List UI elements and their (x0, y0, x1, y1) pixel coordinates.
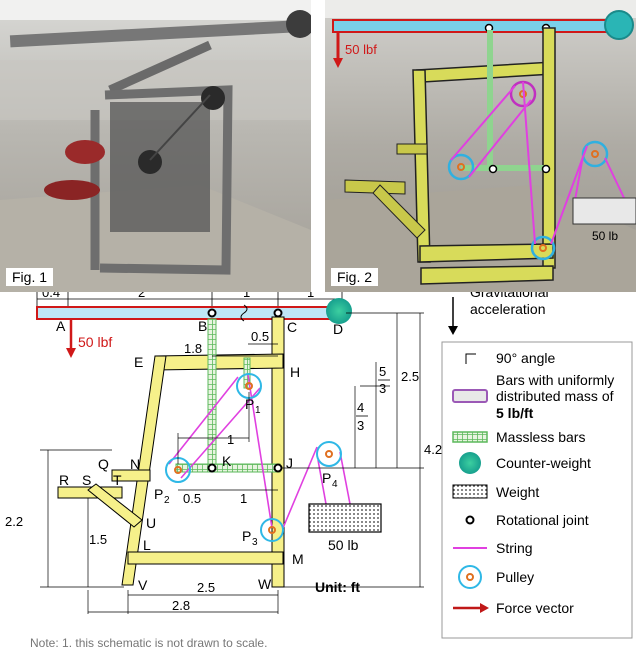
label-U: U (146, 515, 156, 531)
svg-text:Rotational joint: Rotational joint (496, 512, 589, 528)
gravity-line1: Gravitational (470, 292, 549, 300)
figure-1-label: Fig. 1 (6, 268, 54, 286)
svg-text:3: 3 (252, 537, 258, 548)
force-label: 50 lbf (78, 334, 112, 350)
figure-1-photo: Fig. 1 (0, 0, 311, 292)
svg-text:Bars with uniformly: Bars with uniformly (496, 372, 614, 388)
svg-text:4: 4 (332, 479, 338, 490)
counterweight-d (326, 298, 352, 324)
svg-text:P: P (245, 396, 254, 412)
dim-5-3: 5 3 (378, 364, 390, 396)
svg-text:Weight: Weight (496, 484, 539, 500)
label-K: K (222, 453, 232, 469)
fig2-weight-text: 50 lb (592, 229, 618, 243)
dim-1-b: 1 (307, 292, 314, 300)
legend-joint: Rotational joint (465, 512, 589, 528)
legend-force: Force vector (453, 600, 574, 616)
unit-label: Unit: ft (315, 579, 360, 595)
label-S: S (82, 472, 91, 488)
figure-2-label: Fig. 2 (331, 268, 379, 286)
pulley-p3 (260, 518, 284, 542)
gravity-line2: acceleration (470, 301, 546, 317)
label-D: D (333, 321, 343, 337)
dim-1.8: 1.8 (184, 341, 202, 356)
figure-2-photo: 50 lbf 50 lb Fig. 2 (325, 0, 636, 292)
pulley-p4 (316, 441, 342, 467)
legend-massless: Massless bars (452, 429, 585, 445)
top-bar-ad (36, 306, 342, 320)
legend-angle: 90° angle (465, 350, 556, 366)
schematic: 0.4 2 1 1 50 lbf A B C D (5, 292, 633, 650)
dim-1-mid: 1 (227, 432, 234, 447)
legend-string: String (453, 540, 533, 556)
svg-text:2: 2 (164, 495, 170, 506)
dim-2: 2 (138, 292, 145, 300)
svg-text:90° angle: 90° angle (496, 350, 556, 366)
label-M: M (292, 551, 304, 567)
dim-1-a: 1 (243, 292, 250, 300)
label-B: B (198, 318, 207, 334)
svg-text:4: 4 (357, 400, 364, 415)
svg-text:5: 5 (379, 364, 386, 379)
label-J: J (286, 455, 293, 471)
dim-4-3: 4 3 (356, 400, 368, 433)
dim-1-low: 1 (240, 491, 247, 506)
svg-text:Massless bars: Massless bars (496, 429, 585, 445)
label-L: L (143, 537, 151, 553)
svg-text:P: P (322, 470, 331, 486)
legend-weight: Weight (452, 484, 539, 500)
svg-text:distributed mass of: distributed mass of (496, 388, 614, 404)
dim-0.5-low: 0.5 (183, 491, 201, 506)
label-R: R (59, 472, 69, 488)
svg-text:P: P (242, 528, 251, 544)
weight-block (308, 503, 382, 533)
svg-text:String: String (496, 540, 533, 556)
dim-2.5-vert: 2.5 (401, 369, 419, 384)
dim-1.5: 1.5 (89, 532, 107, 547)
label-E: E (134, 354, 143, 370)
svg-text:5 lb/ft: 5 lb/ft (496, 405, 534, 421)
fig2-force-text: 50 lbf (345, 42, 377, 57)
legend-counterweight: Counter-weight (459, 452, 591, 474)
weight-label: 50 lb (328, 537, 359, 553)
dim-4.2: 4.2 (424, 442, 442, 457)
svg-text:3: 3 (379, 381, 386, 396)
svg-text:1: 1 (255, 405, 261, 416)
legend-bars: Bars with uniformly distributed mass of … (452, 372, 614, 421)
label-V: V (138, 577, 148, 593)
note-line1: Note: 1. this schematic is not drawn to … (30, 636, 267, 650)
svg-text:Counter-weight: Counter-weight (496, 455, 591, 471)
legend-pulley: Pulley (458, 565, 534, 589)
label-N: N (130, 456, 140, 472)
label-W: W (258, 576, 272, 592)
dim-0.4: 0.4 (42, 292, 60, 300)
label-C: C (287, 319, 297, 335)
svg-text:P: P (154, 486, 163, 502)
label-H: H (290, 364, 300, 380)
svg-text:Force vector: Force vector (496, 600, 574, 616)
label-A: A (56, 318, 66, 334)
dim-2.5-bottom: 2.5 (197, 580, 215, 595)
label-Q: Q (98, 456, 109, 472)
label-T: T (113, 472, 122, 488)
dim-2.2: 2.2 (5, 514, 23, 529)
dim-2.8: 2.8 (172, 598, 190, 613)
svg-text:Pulley: Pulley (496, 569, 534, 585)
dim-0.5-top: 0.5 (251, 329, 269, 344)
svg-text:3: 3 (357, 418, 364, 433)
